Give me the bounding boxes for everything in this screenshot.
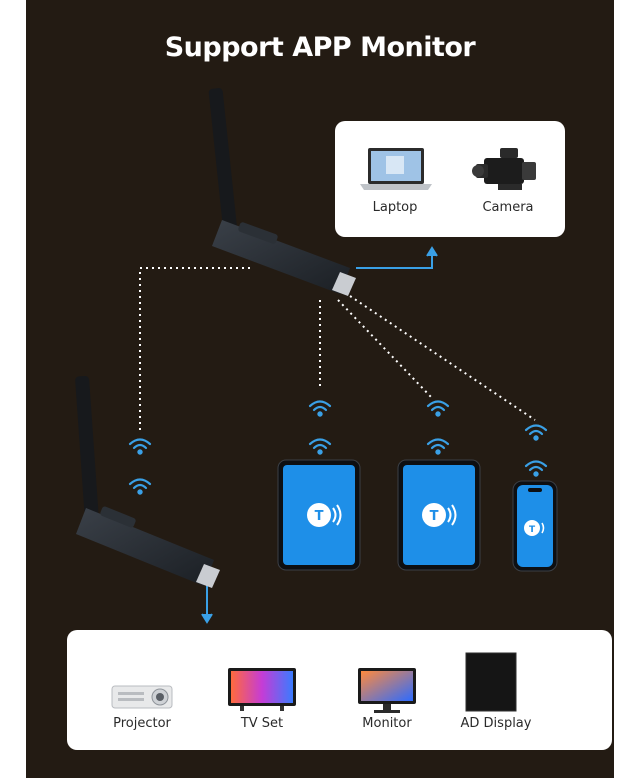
wifi-icon xyxy=(428,440,448,454)
laptop-icon xyxy=(360,148,432,190)
ad-display-icon xyxy=(466,653,516,711)
ad-display-label: AD Display xyxy=(446,716,546,731)
phone-device: T xyxy=(513,481,557,571)
blue-link-bottom xyxy=(202,585,212,622)
dotted-link-tablet-2 xyxy=(338,300,432,398)
tv-set-label: TV Set xyxy=(212,716,312,731)
camera-icon xyxy=(472,148,536,190)
wifi-icon xyxy=(428,402,448,416)
camera-label: Camera xyxy=(468,200,548,215)
svg-text:T: T xyxy=(529,525,536,535)
monitor-icon xyxy=(358,668,416,713)
dotted-link-left xyxy=(140,268,250,432)
tablet-device-1: T xyxy=(278,460,360,570)
blue-link-top xyxy=(356,248,437,268)
wifi-icon xyxy=(130,440,150,454)
tablet-device-2: T xyxy=(398,460,480,570)
wifi-icon xyxy=(310,440,330,454)
tv-icon xyxy=(228,668,296,711)
svg-text:T: T xyxy=(315,509,324,524)
monitor-label: Monitor xyxy=(337,716,437,731)
antenna-dongle-icon-top xyxy=(208,88,356,296)
projector-icon xyxy=(112,686,172,708)
wifi-icon xyxy=(130,480,150,494)
wifi-icon xyxy=(310,402,330,416)
laptop-label: Laptop xyxy=(355,200,435,215)
svg-text:T: T xyxy=(430,509,439,524)
projector-label: Projector xyxy=(92,716,192,731)
wifi-icon xyxy=(526,462,546,476)
wifi-icon xyxy=(526,426,546,440)
